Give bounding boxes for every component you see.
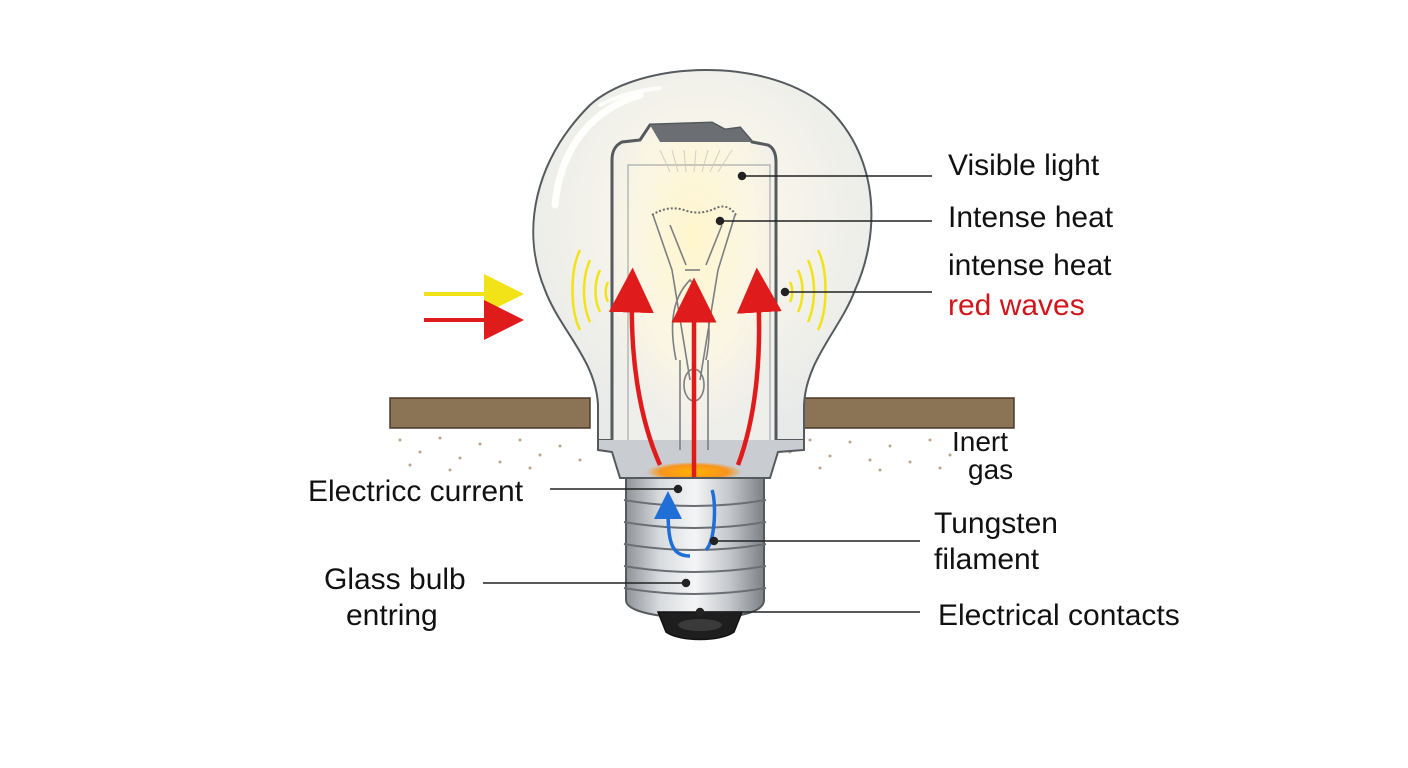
tungsten-label-line1: Tungsten: [934, 507, 1058, 540]
ground-surface: [389, 397, 1015, 472]
inert-gas-label-line2: gas: [968, 454, 1014, 485]
inert-gas-label-line1: Inert: [952, 426, 1009, 457]
leader-lines: [483, 171, 932, 617]
red-waves-label: red waves: [948, 289, 1085, 322]
glass-bulb-label-line2: entring: [346, 599, 438, 632]
heat-wave-right: [788, 249, 827, 331]
electric-current-label: Electricc current: [308, 475, 524, 508]
tungsten-filament: [651, 205, 737, 216]
tungsten-label-line2: filament: [934, 543, 1040, 576]
electrical-contacts-label: Electrical contacts: [938, 599, 1180, 632]
current-arrows: [654, 489, 717, 558]
external-arrows: [424, 274, 524, 340]
screw-base: [623, 477, 767, 641]
intense-heat-secondary-label: intense heat: [948, 249, 1112, 282]
intense-heat-label: Intense heat: [948, 201, 1114, 234]
glass-bulb-label-line1: Glass bulb: [324, 563, 466, 596]
heat-wave-left: [571, 249, 610, 331]
visible-light-label: Visible light: [948, 149, 1100, 182]
